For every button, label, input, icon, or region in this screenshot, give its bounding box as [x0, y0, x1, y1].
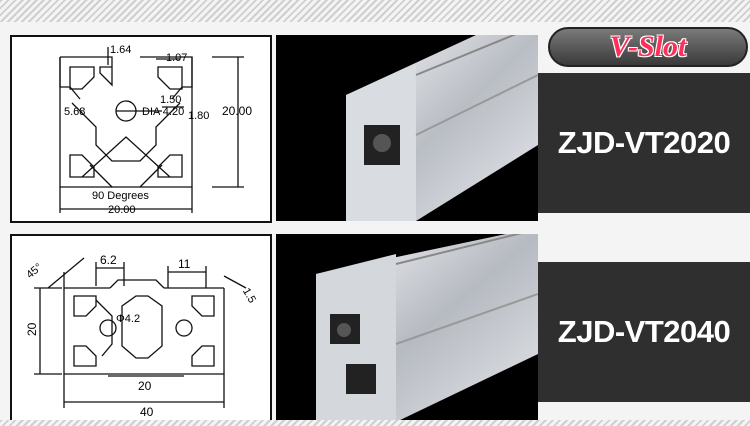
vt2040-technical-drawing: 45° 6.2 11 1.5 20 Φ4.2 20 40 — [24, 253, 258, 419]
dim-5-68: 5.68 — [64, 106, 85, 118]
dim-1-5: 1.5 — [240, 286, 258, 305]
dim-1-07: 1.07 — [166, 52, 187, 64]
vt2040-drawing-panel: 45° 6.2 11 1.5 20 Φ4.2 20 40 — [10, 234, 272, 422]
v-slot-badge: V-Slot — [548, 27, 748, 67]
dim-dia-4-20: DIA 4.20 — [142, 106, 184, 118]
dim-6-2: 6.2 — [100, 253, 117, 267]
top-hatch-border — [0, 0, 750, 22]
vt2020-product-photo — [276, 35, 538, 221]
vt2040-photo-illustration — [316, 234, 538, 422]
vt2040-model-label: ZJD-VT2040 — [557, 314, 731, 349]
vt2020-photo-illustration — [346, 35, 538, 221]
vt2040-model-panel: ZJD-VT2040 — [538, 262, 750, 402]
dim-20-vertical: 20 — [25, 322, 39, 336]
dim-40: 40 — [140, 405, 154, 419]
dim-20-00-vertical: 20.00 — [222, 104, 252, 118]
dim-1-64: 1.64 — [110, 44, 131, 56]
vt2040-product-photo — [276, 234, 538, 422]
dim-1-50: 1.50 — [160, 94, 181, 106]
dim-1-80: 1.80 — [188, 110, 209, 122]
bottom-hatch-border — [0, 420, 750, 426]
badge-label: V-Slot — [609, 30, 687, 63]
dim-20-horizontal: 20 — [138, 379, 152, 393]
vt2020-model-label: ZJD-VT2020 — [557, 125, 731, 160]
dim-phi-4-2: Φ4.2 — [116, 313, 140, 325]
dim-11: 11 — [178, 257, 191, 271]
vt2020-model-panel: ZJD-VT2020 — [538, 73, 750, 213]
vt2020-drawing-panel: 1.64 1.07 1.50 5.68 DIA 4.20 1.80 20.00 … — [10, 35, 272, 223]
vt2020-technical-drawing: 1.64 1.07 1.50 5.68 DIA 4.20 1.80 20.00 … — [59, 44, 252, 216]
dim-45-degrees: 45° — [24, 261, 44, 281]
dim-90-degrees: 90 Degrees — [92, 190, 149, 202]
dim-20-00-horizontal: 20.00 — [108, 204, 136, 216]
